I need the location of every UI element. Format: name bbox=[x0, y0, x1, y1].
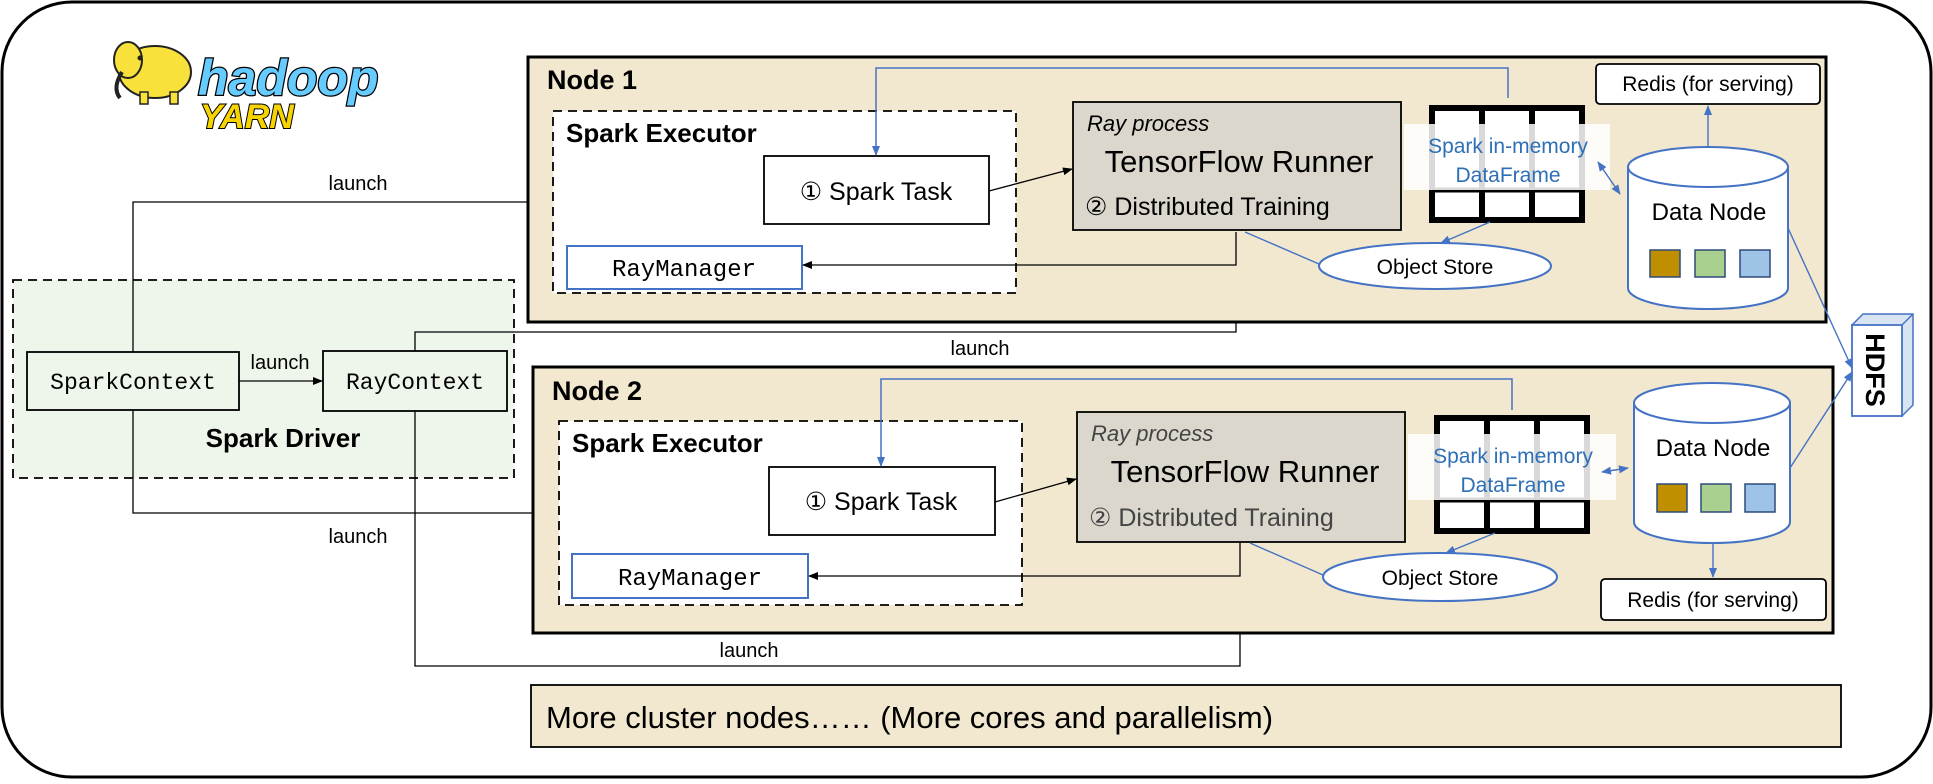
spark-driver-title: Spark Driver bbox=[206, 423, 361, 453]
hadoop-wordmark: hadoop bbox=[198, 50, 379, 106]
node-2-redis-label: Redis (for serving) bbox=[1627, 589, 1799, 612]
node-1-redis-label: Redis (for serving) bbox=[1622, 73, 1794, 96]
node-1-runner-to-raymanager-arrow bbox=[802, 232, 1237, 269]
node-2-task-to-runner-arrow bbox=[994, 477, 1077, 503]
node-2-distributed-training-label: ② Distributed Training bbox=[1089, 504, 1334, 532]
yarn-wordmark: YARN bbox=[200, 98, 295, 136]
node-2-spark-task-box[interactable] bbox=[768, 466, 996, 536]
node-1-dataframe-line2: DataFrame bbox=[1455, 164, 1560, 187]
launch-ray-node1-label: launch bbox=[951, 338, 1010, 360]
node-2-dataframe-line2: DataFrame bbox=[1460, 474, 1565, 497]
node-1-spark-executor-title: Spark Executor bbox=[566, 118, 757, 148]
node-1-grid-datanode-arrow bbox=[1597, 161, 1621, 195]
node-2-tf-runner-label: TensorFlow Runner bbox=[1111, 454, 1380, 489]
hadoop-yarn-logo: hadoop YARN bbox=[113, 41, 380, 137]
node-1-grid-to-objstore-arrow bbox=[1440, 221, 1491, 244]
more-nodes-banner bbox=[530, 684, 1842, 748]
launch-executor-node1-edge bbox=[132, 198, 554, 352]
node-1-block-blue bbox=[1739, 249, 1771, 278]
node-2-objstore-to-runner-line bbox=[1249, 542, 1324, 576]
node-1-dataframe-grid bbox=[1404, 105, 1610, 223]
node-2-object-store-label: Object Store bbox=[1382, 567, 1499, 590]
node-2-dataframe-line1: Spark in-memory bbox=[1433, 445, 1593, 468]
node-1-data-node-label: Data Node bbox=[1652, 199, 1767, 226]
node-1: Node 1 Spark Executor ① Spark Task RayMa… bbox=[526, 55, 1828, 324]
node-2-title: Node 2 bbox=[552, 376, 642, 406]
node-2-ray-process-label: Ray process bbox=[1091, 421, 1213, 446]
node-2-spark-executor-title: Spark Executor bbox=[572, 428, 763, 458]
node-2-block-blue bbox=[1744, 483, 1776, 513]
node-2-raymanager-label: RayManager bbox=[618, 566, 762, 593]
node-1-ray-process-box[interactable] bbox=[1072, 101, 1402, 231]
hdfs-box[interactable] bbox=[1851, 313, 1914, 418]
node-1-spark-task-label: ① Spark Task bbox=[800, 178, 953, 206]
node-1-block-green bbox=[1694, 249, 1726, 278]
node-2-spark-task-label: ① Spark Task bbox=[805, 488, 958, 516]
node-1-datanode-to-hdfs-link bbox=[1787, 227, 1853, 369]
node-2-datanode-to-hdfs-link bbox=[1789, 371, 1853, 469]
spark-context-label: SparkContext bbox=[50, 370, 216, 396]
node-1-raymanager-label: RayManager bbox=[612, 257, 756, 284]
node-1-objstore-to-runner-line bbox=[1244, 231, 1320, 265]
node-2: Node 2 Spark Executor ① Spark Task RayMa… bbox=[531, 365, 1835, 635]
elephant-icon bbox=[113, 41, 192, 105]
node-2-ray-process-box[interactable] bbox=[1076, 411, 1406, 543]
ray-context-label: RayContext bbox=[346, 370, 484, 396]
node-1-spark-task-box[interactable] bbox=[763, 155, 990, 225]
node-1-title: Node 1 bbox=[547, 65, 637, 95]
node-2-grid-datanode-arrow bbox=[1601, 465, 1629, 475]
driver-launch-label: launch bbox=[251, 352, 310, 374]
node-2-dataframe-task-link bbox=[877, 378, 1513, 467]
node-1-dataframe-line1: Spark in-memory bbox=[1428, 135, 1588, 158]
node-1-object-store-label: Object Store bbox=[1377, 256, 1494, 279]
node-1-distributed-training-label: ② Distributed Training bbox=[1085, 193, 1330, 221]
node-1-dataframe-task-link bbox=[872, 67, 1509, 156]
node-1-tf-runner-label: TensorFlow Runner bbox=[1105, 144, 1374, 179]
node-1-ray-process-label: Ray process bbox=[1087, 111, 1209, 136]
launch-executor-node2-label: launch bbox=[329, 526, 388, 548]
launch-executor-node1-label: launch bbox=[329, 173, 388, 195]
node-2-runner-to-raymanager-arrow bbox=[808, 542, 1241, 580]
node-2-object-store-ellipse[interactable] bbox=[1322, 552, 1558, 602]
node-1-object-store-ellipse[interactable] bbox=[1318, 242, 1552, 290]
launch-ray-node2-label: launch bbox=[720, 640, 779, 662]
node-1-raymanager-box[interactable] bbox=[566, 245, 803, 290]
node-2-data-node-label: Data Node bbox=[1656, 435, 1771, 462]
node-1-task-to-runner-arrow bbox=[988, 167, 1073, 192]
node-2-redis-box[interactable] bbox=[1600, 578, 1827, 621]
spark-context-box[interactable] bbox=[26, 351, 240, 411]
node-2-raymanager-box[interactable] bbox=[571, 553, 809, 599]
more-nodes-label: More cluster nodes…… (More cores and par… bbox=[546, 700, 1273, 735]
ray-context-box[interactable] bbox=[322, 350, 508, 412]
launch-executor-node2-edge bbox=[132, 410, 561, 517]
hdfs-label: HDFS bbox=[1860, 333, 1890, 407]
node-2-grid-to-objstore-arrow bbox=[1445, 532, 1496, 554]
node-2-dataframe-grid bbox=[1408, 415, 1616, 534]
node-1-redis-box[interactable] bbox=[1595, 63, 1821, 105]
node-2-block-green bbox=[1700, 483, 1732, 513]
node-1-data-node-cylinder[interactable] bbox=[1627, 146, 1789, 310]
node-2-data-node-cylinder[interactable] bbox=[1633, 382, 1791, 544]
node-2-block-gold bbox=[1656, 483, 1688, 513]
node-1-block-gold bbox=[1649, 249, 1681, 278]
